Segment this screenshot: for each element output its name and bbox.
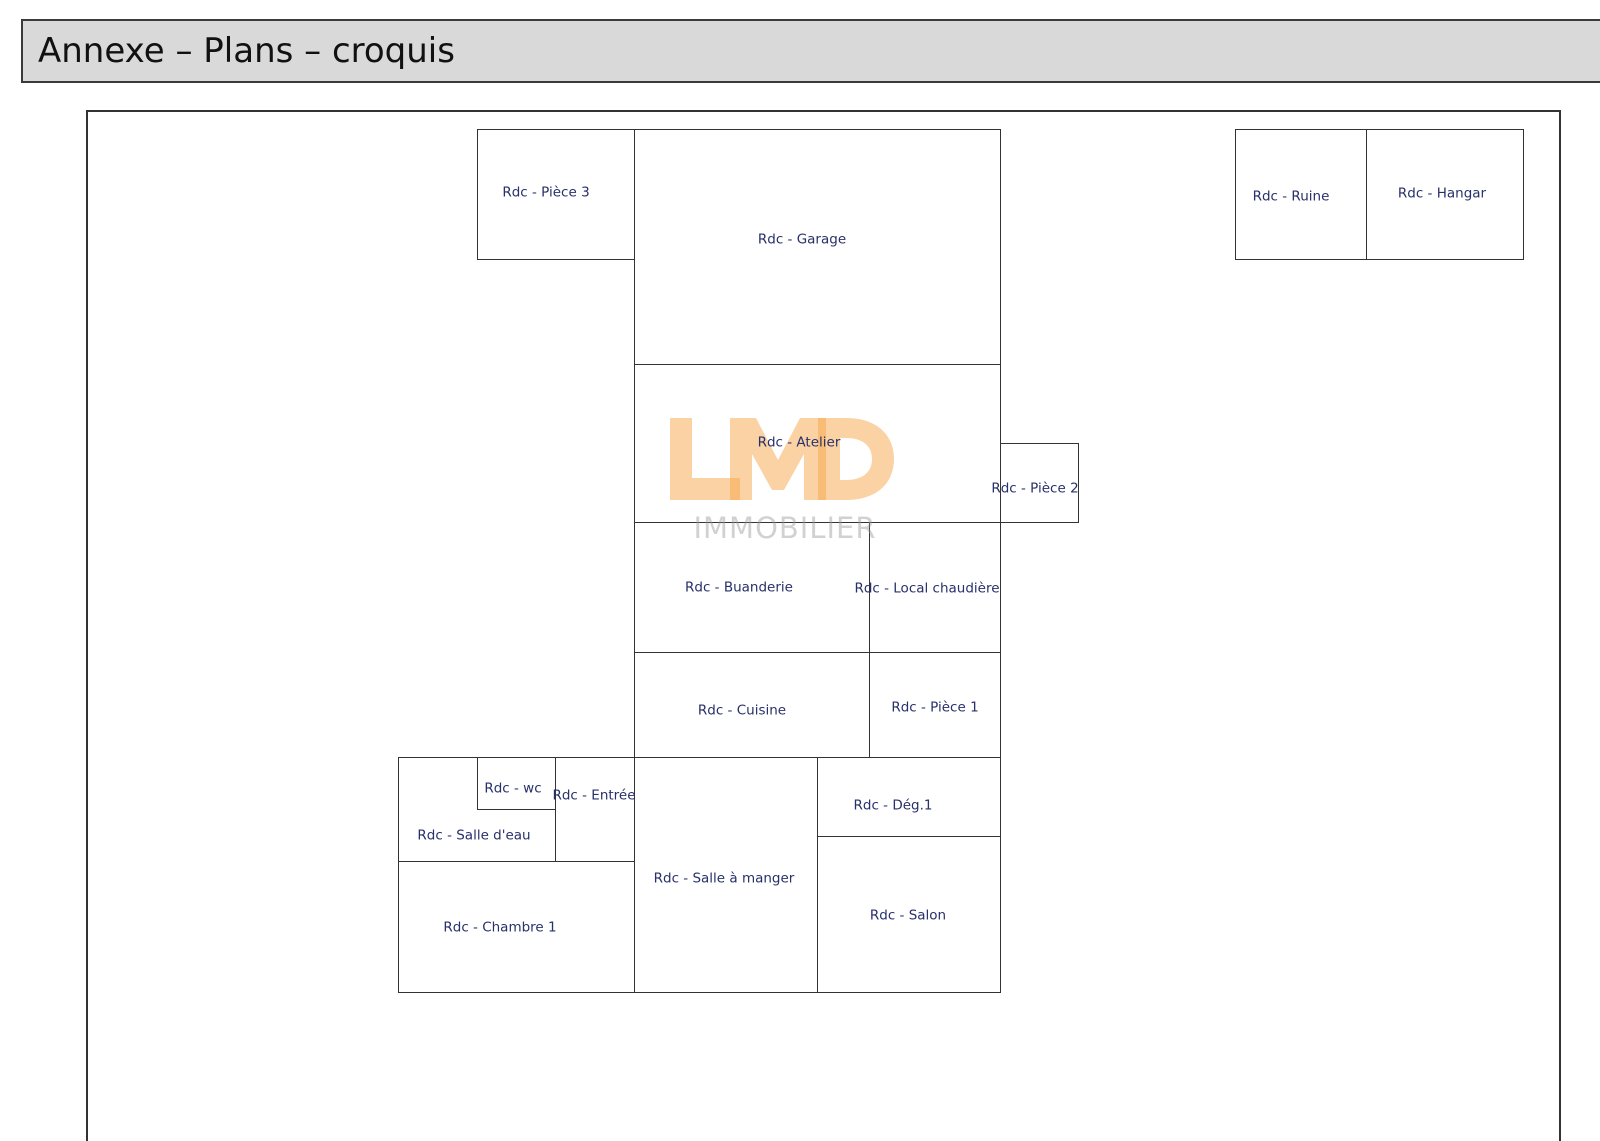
room-label: Rdc - Salle d'eau [417,827,531,844]
watermark-subtitle: IMMOBILIER [693,511,877,545]
section-title: Annexe – Plans – croquis [38,31,455,71]
room-salon [817,836,1001,993]
room-label: Rdc - Pièce 3 [502,184,590,201]
room-label: Rdc - Garage [757,231,847,248]
room-label: Rdc - Salon [869,907,947,924]
room-label: Rdc - Hangar [1397,185,1487,202]
section-header: Annexe – Plans – croquis [21,19,1600,83]
room-label: Rdc - Dég.1 [853,797,933,814]
room-label: Rdc - wc [484,780,542,797]
room-label: Rdc - Buanderie [685,579,793,596]
room-piece-2 [1000,443,1079,523]
room-label: Rdc - Chambre 1 [443,919,557,936]
room-label: Rdc - Cuisine [697,702,787,719]
room-hangar [1366,129,1524,260]
room-label: Rdc - Pièce 2 [991,480,1079,497]
room-label: Rdc - Salle à manger [653,870,795,887]
room-chambre-1 [398,861,635,993]
room-label: Rdc - Ruine [1252,188,1330,205]
floor-plan-frame [86,110,1561,1141]
room-label: Rdc - Entrée [552,787,636,804]
room-label: Rdc - Local chaudière [854,580,1000,597]
room-label: Rdc - Atelier [757,434,841,451]
room-label: Rdc - Pièce 1 [891,699,979,716]
room-entree [555,757,635,862]
